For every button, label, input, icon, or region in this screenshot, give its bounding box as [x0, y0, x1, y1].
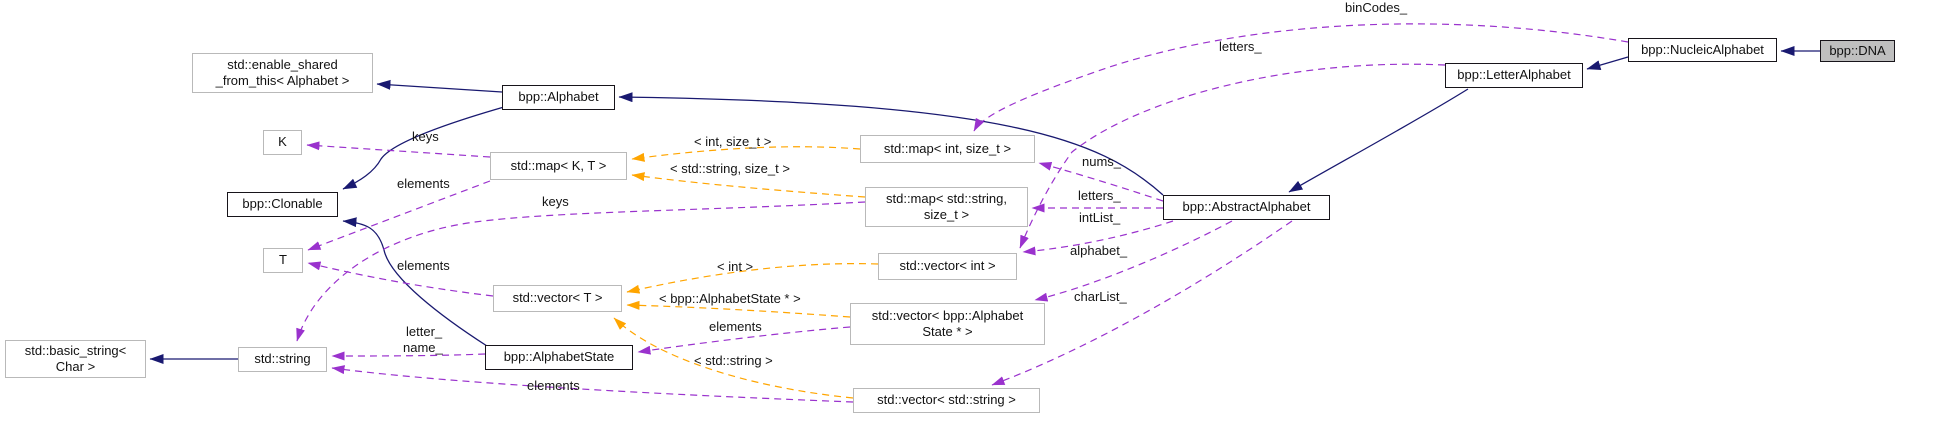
edge-alphabet-member [1034, 220, 1233, 302]
node-label: size_t > [923, 207, 970, 222]
node-label: std::basic_string< [24, 342, 127, 358]
edge-letter-name [331, 351, 486, 361]
edge-label-tmpl-string: < std::string > [694, 353, 773, 368]
node-label: std::map< std::string, [885, 190, 1008, 206]
edge-alphabet-to-enable-shared [376, 79, 503, 93]
edge-label-tmpl-alphabetstate: < bpp::AlphabetState * > [659, 291, 801, 306]
node-label: std::map< K, T > [510, 157, 607, 173]
edge-label-bincodes: binCodes_ [1345, 0, 1408, 15]
edge-label-keys-k: keys [412, 129, 439, 144]
edge-abstract-to-alphabet [618, 92, 1164, 196]
node-bpp-nucleicalphabet[interactable]: bpp::NucleicAlphabet [1628, 38, 1777, 62]
node-label: bpp::Alphabet [518, 89, 599, 105]
node-bpp-letteralphabet[interactable]: bpp::LetterAlphabet [1445, 63, 1583, 88]
node-std-map-int-sizet: std::map< int, size_t > [860, 135, 1035, 163]
edge-elements-map-t [307, 180, 491, 251]
node-label: std::vector< std::string > [877, 392, 1016, 408]
node-std-enable-shared-from-this: std::enable_shared _from_this< Alphabet … [192, 53, 373, 93]
node-std-string: std::string [238, 347, 327, 372]
node-label: bpp::AbstractAlphabet [1182, 199, 1311, 215]
edge-label-elements-vector-as: elements [709, 319, 762, 334]
node-bpp-alphabet[interactable]: bpp::Alphabet [502, 85, 615, 110]
node-bpp-abstractalphabet[interactable]: bpp::AbstractAlphabet [1163, 195, 1330, 220]
node-label: std::vector< T > [512, 290, 603, 306]
edge-label-charlist: charList_ [1074, 289, 1127, 304]
edge-label-intlist: intList_ [1079, 210, 1121, 225]
edge-label-tmpl-string-sizet: < std::string, size_t > [670, 161, 790, 176]
node-label: bpp::LetterAlphabet [1457, 67, 1571, 83]
edge-label-alphabet-member: alphabet_ [1070, 243, 1128, 258]
node-std-map-k-t: std::map< K, T > [490, 152, 627, 180]
edge-label-nums: nums_ [1082, 154, 1122, 169]
edge-alphabet-to-clonable [342, 106, 505, 190]
node-std-map-string-sizet: std::map< std::string, size_t > [865, 187, 1028, 227]
edge-label-letter-member: letter_ [406, 324, 443, 339]
edge-tmpl-alphabetstate [626, 300, 851, 318]
node-label: std::string [254, 351, 311, 367]
edge-tmpl-int [626, 263, 879, 294]
edge-elements-vector-t [307, 261, 494, 297]
node-label: bpp::DNA [1829, 42, 1886, 58]
node-label: State * > [922, 324, 973, 339]
edge-nums [1038, 161, 1164, 202]
node-std-vector-alphabetstate: std::vector< bpp::Alphabet State * > [850, 303, 1045, 345]
node-label: std::enable_shared [227, 56, 338, 72]
edge-label-elements-vector-string: elements [527, 378, 580, 393]
edge-nucleic-to-letteralphabet [1586, 56, 1629, 71]
edge-label-letters-abstract: letters_ [1078, 188, 1121, 203]
edge-charlist [991, 220, 1293, 386]
inheritance-edges [149, 46, 1820, 364]
node-label: Char > [55, 359, 96, 374]
template-edges [613, 146, 879, 399]
node-label: std::map< int, size_t > [883, 140, 1012, 156]
edge-tmpl-string-sizet [631, 172, 866, 198]
edge-label-name-member: name_ [403, 340, 443, 355]
edge-label-tmpl-int: < int > [717, 259, 754, 274]
node-std-vector-int: std::vector< int > [878, 253, 1017, 280]
node-std-basic-string: std::basic_string< Char > [5, 340, 146, 378]
node-label: std::vector< bpp::Alphabet [871, 307, 1024, 323]
node-std-vector-t: std::vector< T > [493, 285, 622, 312]
node-label: K [278, 134, 287, 150]
edge-label-letters-letteralphabet: letters_ [1219, 39, 1262, 54]
node-label: _from_this< Alphabet > [215, 73, 350, 88]
edge-keys-k [306, 141, 491, 158]
edge-intlist [1022, 220, 1174, 256]
edge-label-tmpl-int-sizet: < int, size_t > [694, 134, 772, 149]
node-k: K [263, 130, 302, 155]
edge-alphabetstate-to-clonable [342, 217, 488, 347]
node-label: bpp::NucleicAlphabet [1641, 41, 1764, 57]
node-t: T [263, 248, 303, 273]
member-edges [296, 23, 1629, 403]
edge-elements-vector-string [331, 365, 854, 403]
node-label: T [279, 252, 287, 268]
node-bpp-alphabetstate[interactable]: bpp::AlphabetState [485, 345, 633, 370]
node-bpp-dna: bpp::DNA [1820, 40, 1895, 62]
node-std-vector-string: std::vector< std::string > [853, 388, 1040, 413]
edge-label-elements-vector-t: elements [397, 258, 450, 273]
edge-letter-to-abstractalphabet [1288, 88, 1469, 193]
edge-label-elements-map: elements [397, 176, 450, 191]
node-label: std::vector< int > [899, 258, 996, 274]
edge-elements-vector-as [637, 326, 851, 355]
node-label: bpp::Clonable [242, 196, 323, 212]
edge-tmpl-string [613, 317, 854, 399]
edge-keys-string [296, 201, 866, 342]
node-label: bpp::AlphabetState [503, 349, 615, 365]
edge-tmpl-int-sizet [631, 146, 861, 162]
edge-label-keys-string: keys [542, 194, 569, 209]
node-bpp-clonable[interactable]: bpp::Clonable [227, 192, 338, 217]
